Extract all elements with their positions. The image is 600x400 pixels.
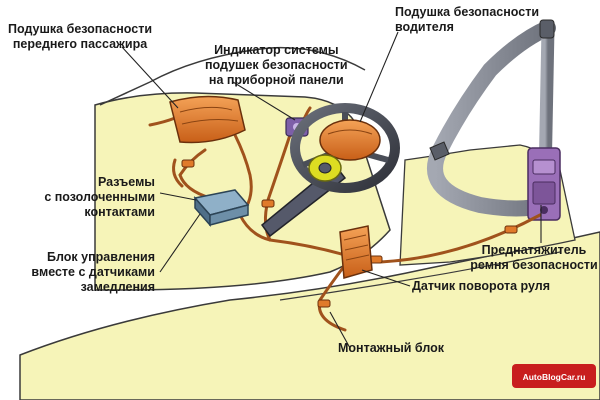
belt-buckle	[429, 141, 450, 161]
belt-pretensioner	[527, 147, 561, 221]
label-driver-airbag: Подушка безопасности водителя	[395, 5, 540, 34]
label-pretensioner: Преднатяжитель ремня безопасности	[470, 243, 598, 272]
steering-angle-sensor	[308, 154, 342, 182]
watermark-logo: AutoBlogCar.ru	[512, 361, 596, 391]
label-connectors: Разъемы с позолоченными контактами	[44, 175, 155, 219]
label-steering-sensor: Датчик поворота руля	[412, 279, 550, 293]
floor-sill	[279, 251, 561, 301]
control-unit	[193, 189, 250, 227]
driver-airbag	[319, 119, 381, 161]
svg-text:AutoBlogCar.ru: AutoBlogCar.ru	[523, 372, 586, 382]
label-control-unit: Блок управления вместе с датчиками замед…	[31, 250, 155, 294]
belt-anchor	[539, 19, 555, 39]
watermark-badge: AutoBlogCar.ru	[512, 364, 596, 388]
windshield-edge	[149, 46, 366, 83]
label-mounting-block: Монтажный блок	[338, 341, 444, 355]
label-indicator: Индикатор системы подушек безопасности н…	[205, 43, 348, 87]
a-pillar	[99, 81, 151, 106]
wire-connectors	[181, 159, 518, 308]
dashboard-panel	[94, 92, 391, 291]
mounting-block	[339, 225, 373, 279]
leader-lines	[121, 31, 542, 349]
label-passenger-airbag: Подушка безопасности переднего пассажира	[8, 22, 153, 51]
passenger-airbag	[169, 95, 246, 144]
